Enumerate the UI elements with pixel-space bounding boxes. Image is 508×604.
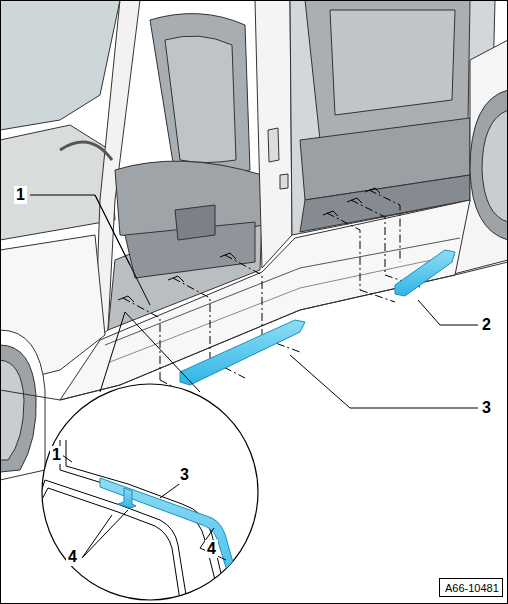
callout-number: 3 <box>480 399 493 417</box>
callout-number: 4 <box>205 540 218 558</box>
callout-number: 1 <box>50 446 63 464</box>
rear-sill-trim <box>395 250 455 296</box>
front-sill-trim <box>180 320 305 385</box>
callout-number: 1 <box>14 186 27 204</box>
figure-number: A66-10481 <box>445 582 497 595</box>
callout-number: 2 <box>480 316 493 334</box>
figure-number-box: A66-10481 <box>439 578 503 597</box>
callout-number: 3 <box>178 466 191 484</box>
callout-number: 4 <box>66 548 79 566</box>
